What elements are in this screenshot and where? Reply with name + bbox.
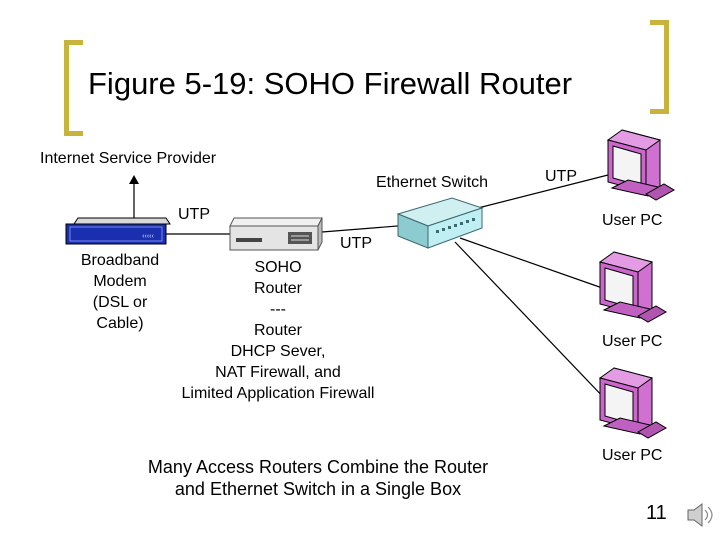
utp-label-switch-pcs: UTP bbox=[545, 168, 577, 185]
router-label-line-7: Limited Application Firewall bbox=[181, 385, 375, 402]
user-pc-label-3: User PC bbox=[602, 447, 663, 464]
speaker-icon bbox=[687, 503, 713, 527]
modem-label-line-3: (DSL or bbox=[92, 294, 148, 311]
router-label-line-3: --- bbox=[270, 301, 286, 318]
utp-label-modem-router: UTP bbox=[178, 206, 210, 223]
line-switch-pc2 bbox=[459, 237, 609, 291]
line-switch-pc1 bbox=[477, 174, 609, 209]
user-pc-label-1: User PC bbox=[602, 212, 663, 229]
isp-label: Internet Service Provider bbox=[40, 150, 217, 167]
router-label-line-1: SOHO bbox=[254, 259, 302, 276]
modem-icon: ‹‹‹‹‹ bbox=[65, 217, 171, 245]
line-switch-pc3 bbox=[454, 241, 609, 403]
title-bracket-right bbox=[650, 20, 669, 114]
router-label-line-2: Router bbox=[253, 280, 303, 297]
page-number: 11 bbox=[646, 502, 667, 524]
user-pc-label-2: User PC bbox=[602, 333, 663, 350]
svg-text:‹‹‹‹‹: ‹‹‹‹‹ bbox=[142, 233, 154, 240]
isp-arrow-head bbox=[129, 175, 139, 184]
caption-line-2: and Ethernet Switch in a Single Box bbox=[174, 479, 462, 499]
modem-label-line-1: Broadband bbox=[80, 252, 160, 269]
utp-label-router-switch: UTP bbox=[340, 235, 372, 252]
router-label-line-6: NAT Firewall, and bbox=[215, 364, 341, 381]
caption-line-1: Many Access Routers Combine the Router bbox=[147, 457, 489, 477]
router-label-line-5: DHCP Sever, bbox=[230, 343, 326, 360]
computer-icon-1 bbox=[606, 129, 675, 201]
slide-title: Figure 5-19: SOHO Firewall Router bbox=[88, 66, 573, 101]
ethernet-switch-label: Ethernet Switch bbox=[376, 174, 489, 191]
router-label: SOHO Router --- Router DHCP Sever, NAT F… bbox=[148, 257, 408, 404]
computer-icon-2 bbox=[598, 251, 667, 323]
computer-icon-3 bbox=[598, 367, 667, 439]
router-label-line-4: Router bbox=[253, 322, 303, 339]
line-router-switch bbox=[321, 224, 411, 233]
modem-label: Broadband Modem (DSL or Cable) bbox=[60, 250, 180, 334]
caption: Many Access Routers Combine the Router a… bbox=[108, 456, 528, 500]
title-bracket-left bbox=[64, 40, 83, 136]
modem-label-line-4: Cable) bbox=[96, 315, 144, 332]
switch-icon bbox=[396, 197, 484, 249]
router-icon bbox=[229, 217, 323, 251]
modem-label-line-2: Modem bbox=[93, 273, 147, 290]
